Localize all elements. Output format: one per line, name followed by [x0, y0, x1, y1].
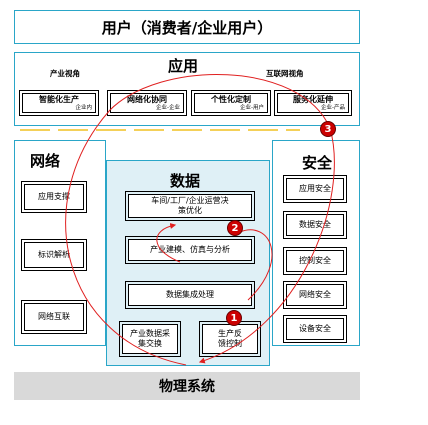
app-item-network-collab[interactable]: 网络化协同 企业-企业: [107, 90, 187, 116]
app-item-label: 服务化延伸: [293, 94, 333, 104]
network-item-label: 网络互联: [38, 312, 70, 321]
security-item-device[interactable]: 设备安全: [283, 315, 347, 343]
app-item-sub: 企业内: [75, 104, 92, 111]
flow-inner-loop: [156, 225, 273, 301]
data-item-modeling[interactable]: 产业建模、仿真与分析: [125, 236, 255, 264]
network-item-identifier[interactable]: 标识解析: [21, 239, 87, 271]
app-item-sub: 企业-用户: [240, 104, 264, 111]
security-item-label: 网络安全: [299, 290, 331, 299]
industry-view-label: 产业视角: [50, 69, 80, 78]
app-item-label: 智能化生产: [39, 94, 79, 104]
security-panel: [272, 140, 360, 346]
users-title: 用户（消费者/企业用户）: [101, 18, 273, 37]
users-panel: 用户（消费者/企业用户）: [14, 10, 360, 44]
app-item-label: 网络化协同: [127, 94, 167, 104]
network-item-app-support[interactable]: 应用支撑: [21, 181, 87, 213]
data-item-label: 产业数据采集交换: [130, 329, 170, 348]
data-item-label: 产业建模、仿真与分析: [150, 245, 230, 254]
badge-3: 3: [320, 121, 336, 137]
app-item-service-extension[interactable]: 服务化延伸 企业-产品: [274, 90, 352, 116]
security-item-app[interactable]: 应用安全: [283, 175, 347, 203]
application-title: 应用: [167, 57, 198, 75]
internet-view-label: 互联网视角: [266, 69, 304, 78]
app-item-smart-production[interactable]: 智能化生产 企业内: [19, 90, 99, 116]
data-item-decision[interactable]: 车间/工厂/企业运营决策优化: [125, 191, 255, 221]
app-item-label: 个性化定制: [211, 94, 251, 104]
security-item-label: 设备安全: [299, 324, 331, 333]
badge-1: 1: [226, 310, 242, 326]
security-item-data[interactable]: 数据安全: [283, 211, 347, 239]
security-item-control[interactable]: 控制安全: [283, 247, 347, 275]
security-item-label: 数据安全: [299, 220, 331, 229]
data-item-integration[interactable]: 数据集成处理: [125, 281, 255, 309]
network-item-interconnect[interactable]: 网络互联: [21, 300, 87, 334]
flow-big-loop: [65, 74, 335, 366]
application-panel: [14, 52, 360, 126]
network-item-label: 应用支撑: [38, 192, 70, 201]
data-item-label: 车间/工厂/企业运营决策优化: [151, 196, 229, 215]
badge-2: 2: [227, 220, 243, 236]
security-title: 安全: [302, 154, 333, 172]
app-item-personalized[interactable]: 个性化定制 企业-用户: [191, 90, 271, 116]
data-item-label: 生产反馈控制: [218, 329, 242, 348]
network-title: 网络: [30, 152, 61, 170]
security-item-label: 应用安全: [299, 184, 331, 193]
security-item-label: 控制安全: [299, 256, 331, 265]
data-item-label: 数据集成处理: [166, 290, 214, 299]
app-item-sub: 企业-产品: [321, 104, 345, 111]
security-item-network[interactable]: 网络安全: [283, 281, 347, 309]
physical-panel: 物理系统: [14, 372, 360, 400]
app-item-sub: 企业-企业: [156, 104, 180, 111]
network-item-label: 标识解析: [38, 250, 70, 259]
data-title: 数据: [170, 172, 201, 190]
physical-title: 物理系统: [159, 379, 215, 395]
